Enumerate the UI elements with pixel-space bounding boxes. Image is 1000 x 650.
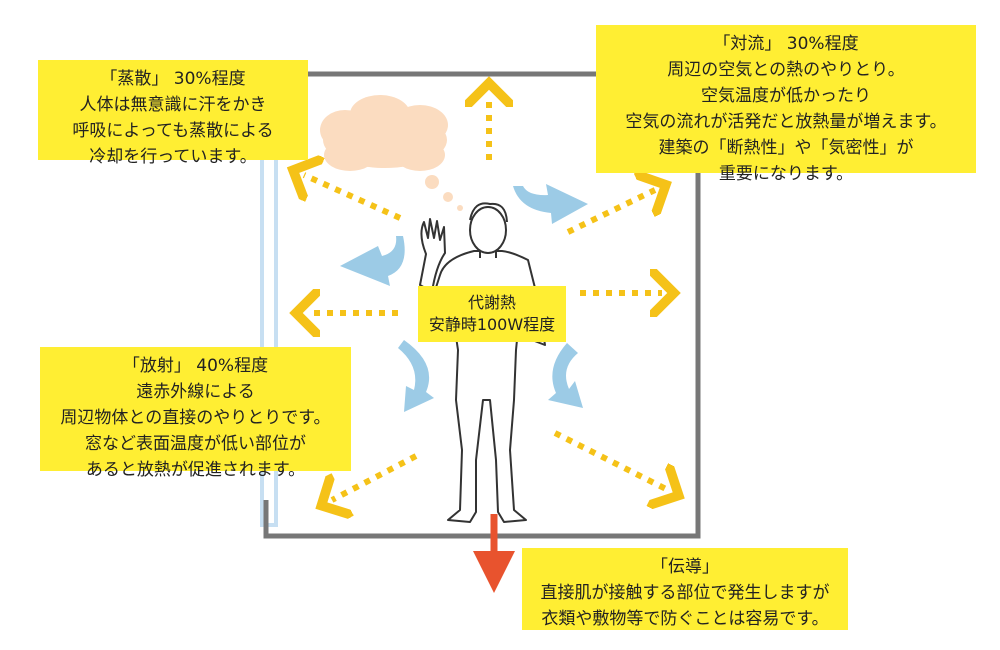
heat-arrow-down-right [553, 430, 668, 490]
air-arrow-lower-left [398, 340, 434, 412]
conduction-title: 「伝導」 [651, 557, 719, 577]
conduction-callout: 「伝導」 直接肌が接触する部位で発生しますが 衣類や敷物等で防ぐことは容易です。 [522, 548, 848, 630]
evaporation-text: 呼吸によっても蒸散による [72, 121, 274, 141]
convection-text: 空気温度が低かったり [701, 86, 871, 106]
convection-text: 空気の流れが活発だと放熱量が増えます。 [625, 112, 947, 132]
hair [469, 202, 508, 223]
heat-arrow-up-left [304, 175, 402, 221]
air-arrow-upper-left [340, 236, 405, 286]
evaporation-callout: 「蒸散」 30%程度 人体は無意識に汗をかき 呼吸によっても蒸散による 冷却を行… [38, 60, 308, 167]
metabolic-heat-label: 代謝熱 安静時100W程度 [418, 286, 566, 342]
heat-arrow-up-right [566, 190, 655, 235]
conduction-text: 直接肌が接触する部位で発生しますが [540, 583, 830, 603]
thought-cloud-icon [320, 95, 463, 211]
metabolic-heat-value: 安静時100W程度 [428, 315, 556, 334]
neck [479, 250, 497, 258]
convection-callout: 「対流」 30%程度 周辺の空気との熱のやりとり。 空気温度が低かったり 空気の… [596, 25, 976, 184]
convection-title: 「対流」 30%程度 [713, 34, 859, 54]
air-arrow-upper-right [513, 184, 588, 224]
convection-text: 重要になります。 [718, 164, 854, 184]
heat-arrows [304, 95, 668, 500]
convection-text: 周辺の空気との熱のやりとり。 [667, 60, 905, 80]
convection-text: 建築の「断熱性」や「気密性」が [658, 138, 914, 158]
radiation-title: 「放射」 40%程度 [122, 356, 269, 376]
radiation-text: あると放熱が促進されます。 [85, 460, 306, 480]
radiation-text: 遠赤外線による [136, 382, 255, 402]
radiation-text: 窓など表面温度が低い部位が [85, 434, 306, 454]
air-arrow-lower-right [548, 343, 583, 408]
heat-arrow-down-left [332, 453, 418, 500]
air-flow-arrows [340, 184, 588, 412]
evaporation-text: 冷却を行っています。 [89, 147, 257, 167]
metabolic-heat-title: 代謝熱 [467, 293, 516, 312]
evaporation-title: 「蒸散」 30%程度 [100, 69, 246, 89]
raised-arm [419, 218, 446, 293]
human-figure-icon [419, 202, 546, 523]
radiation-callout: 「放射」 40%程度 遠赤外線による 周辺物体との直接のやりとりです。 窓など表… [40, 347, 351, 480]
head [469, 206, 507, 254]
radiation-text: 周辺物体との直接のやりとりです。 [60, 408, 331, 428]
conduction-text: 衣類や敷物等で防ぐことは容易です。 [541, 609, 829, 629]
evaporation-text: 人体は無意識に汗をかき [79, 95, 267, 115]
